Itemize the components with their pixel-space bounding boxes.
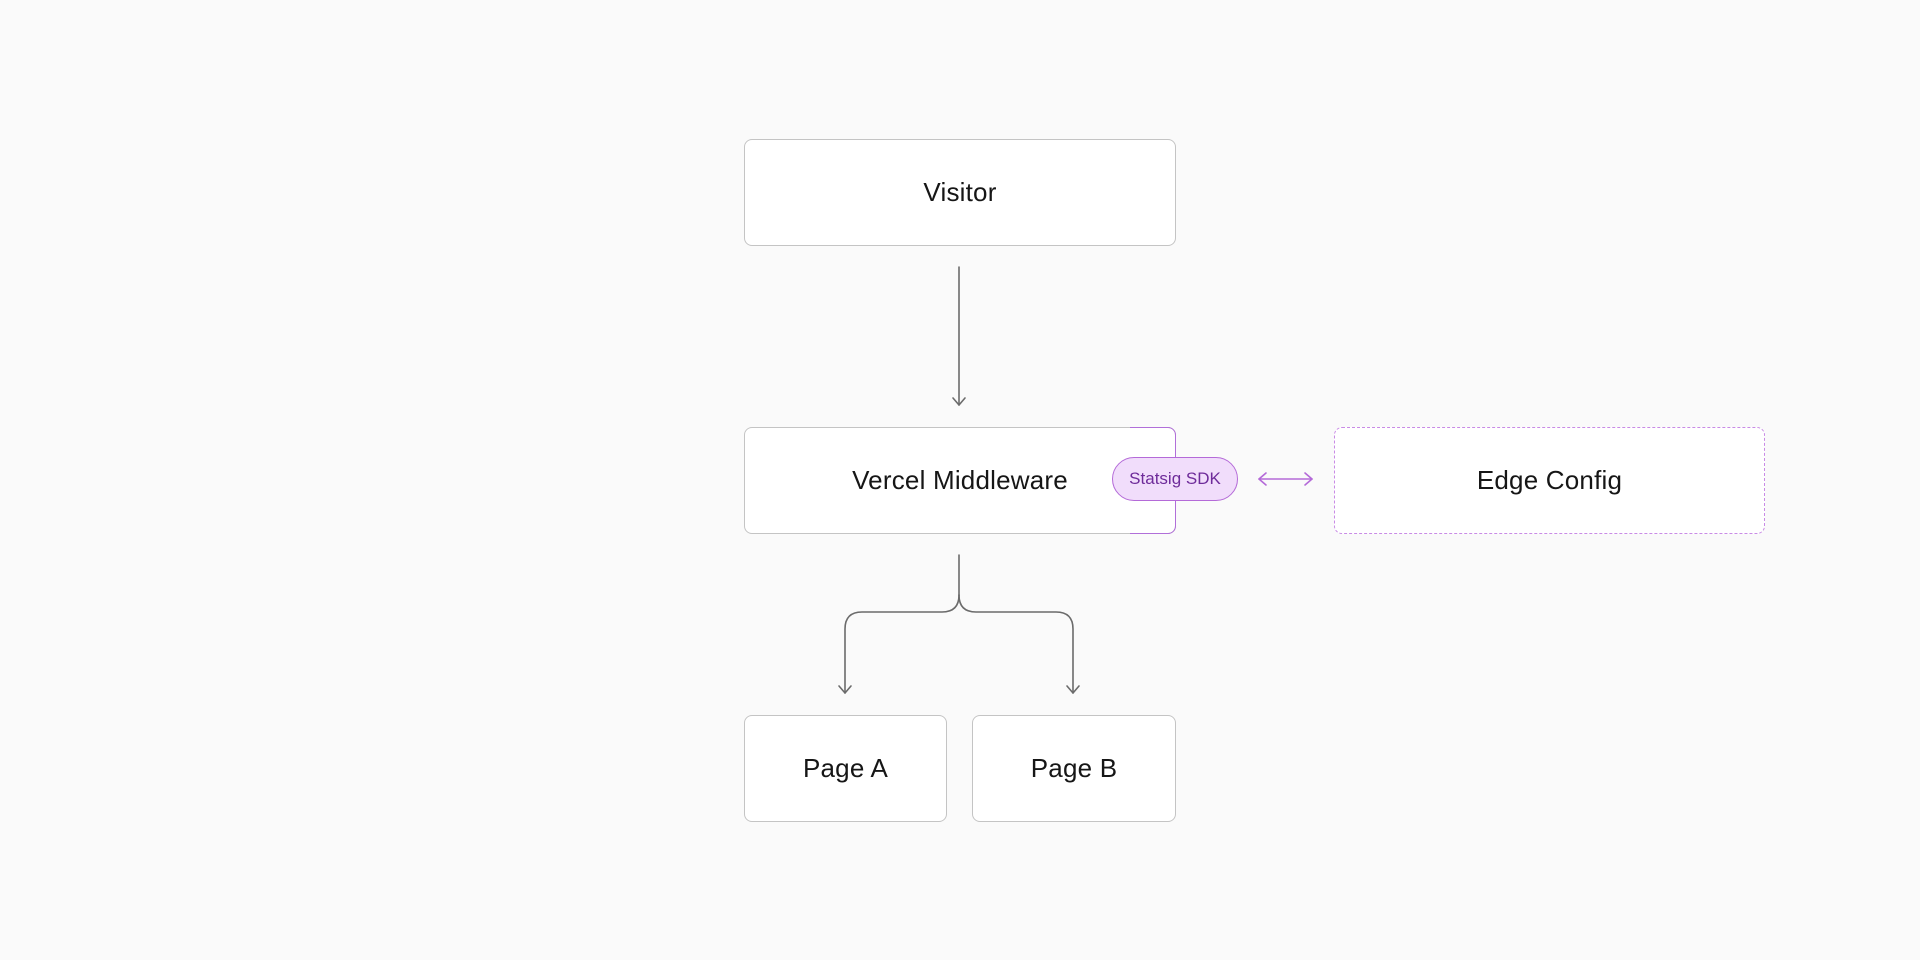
node-edge-config: Edge Config xyxy=(1334,427,1765,534)
statsig-sdk-badge-label: Statsig SDK xyxy=(1129,469,1221,488)
node-vercel-middleware: Vercel Middleware xyxy=(744,427,1176,534)
node-page-b: Page B xyxy=(972,715,1176,822)
node-visitor: Visitor xyxy=(744,139,1176,246)
node-page-a-label: Page A xyxy=(802,753,889,783)
node-page-b-label: Page B xyxy=(1030,753,1118,783)
node-visitor-label: Visitor xyxy=(923,177,997,207)
node-edge-config-label: Edge Config xyxy=(1476,465,1623,495)
node-vercel-middleware-label: Vercel Middleware xyxy=(852,465,1068,495)
edge-visitor-to-middleware xyxy=(952,266,966,406)
edge-middleware-to-pages xyxy=(838,554,1080,694)
edge-sdk-to-edge-config xyxy=(1258,472,1313,486)
statsig-sdk-badge: Statsig SDK xyxy=(1112,457,1238,501)
node-page-a: Page A xyxy=(744,715,947,822)
